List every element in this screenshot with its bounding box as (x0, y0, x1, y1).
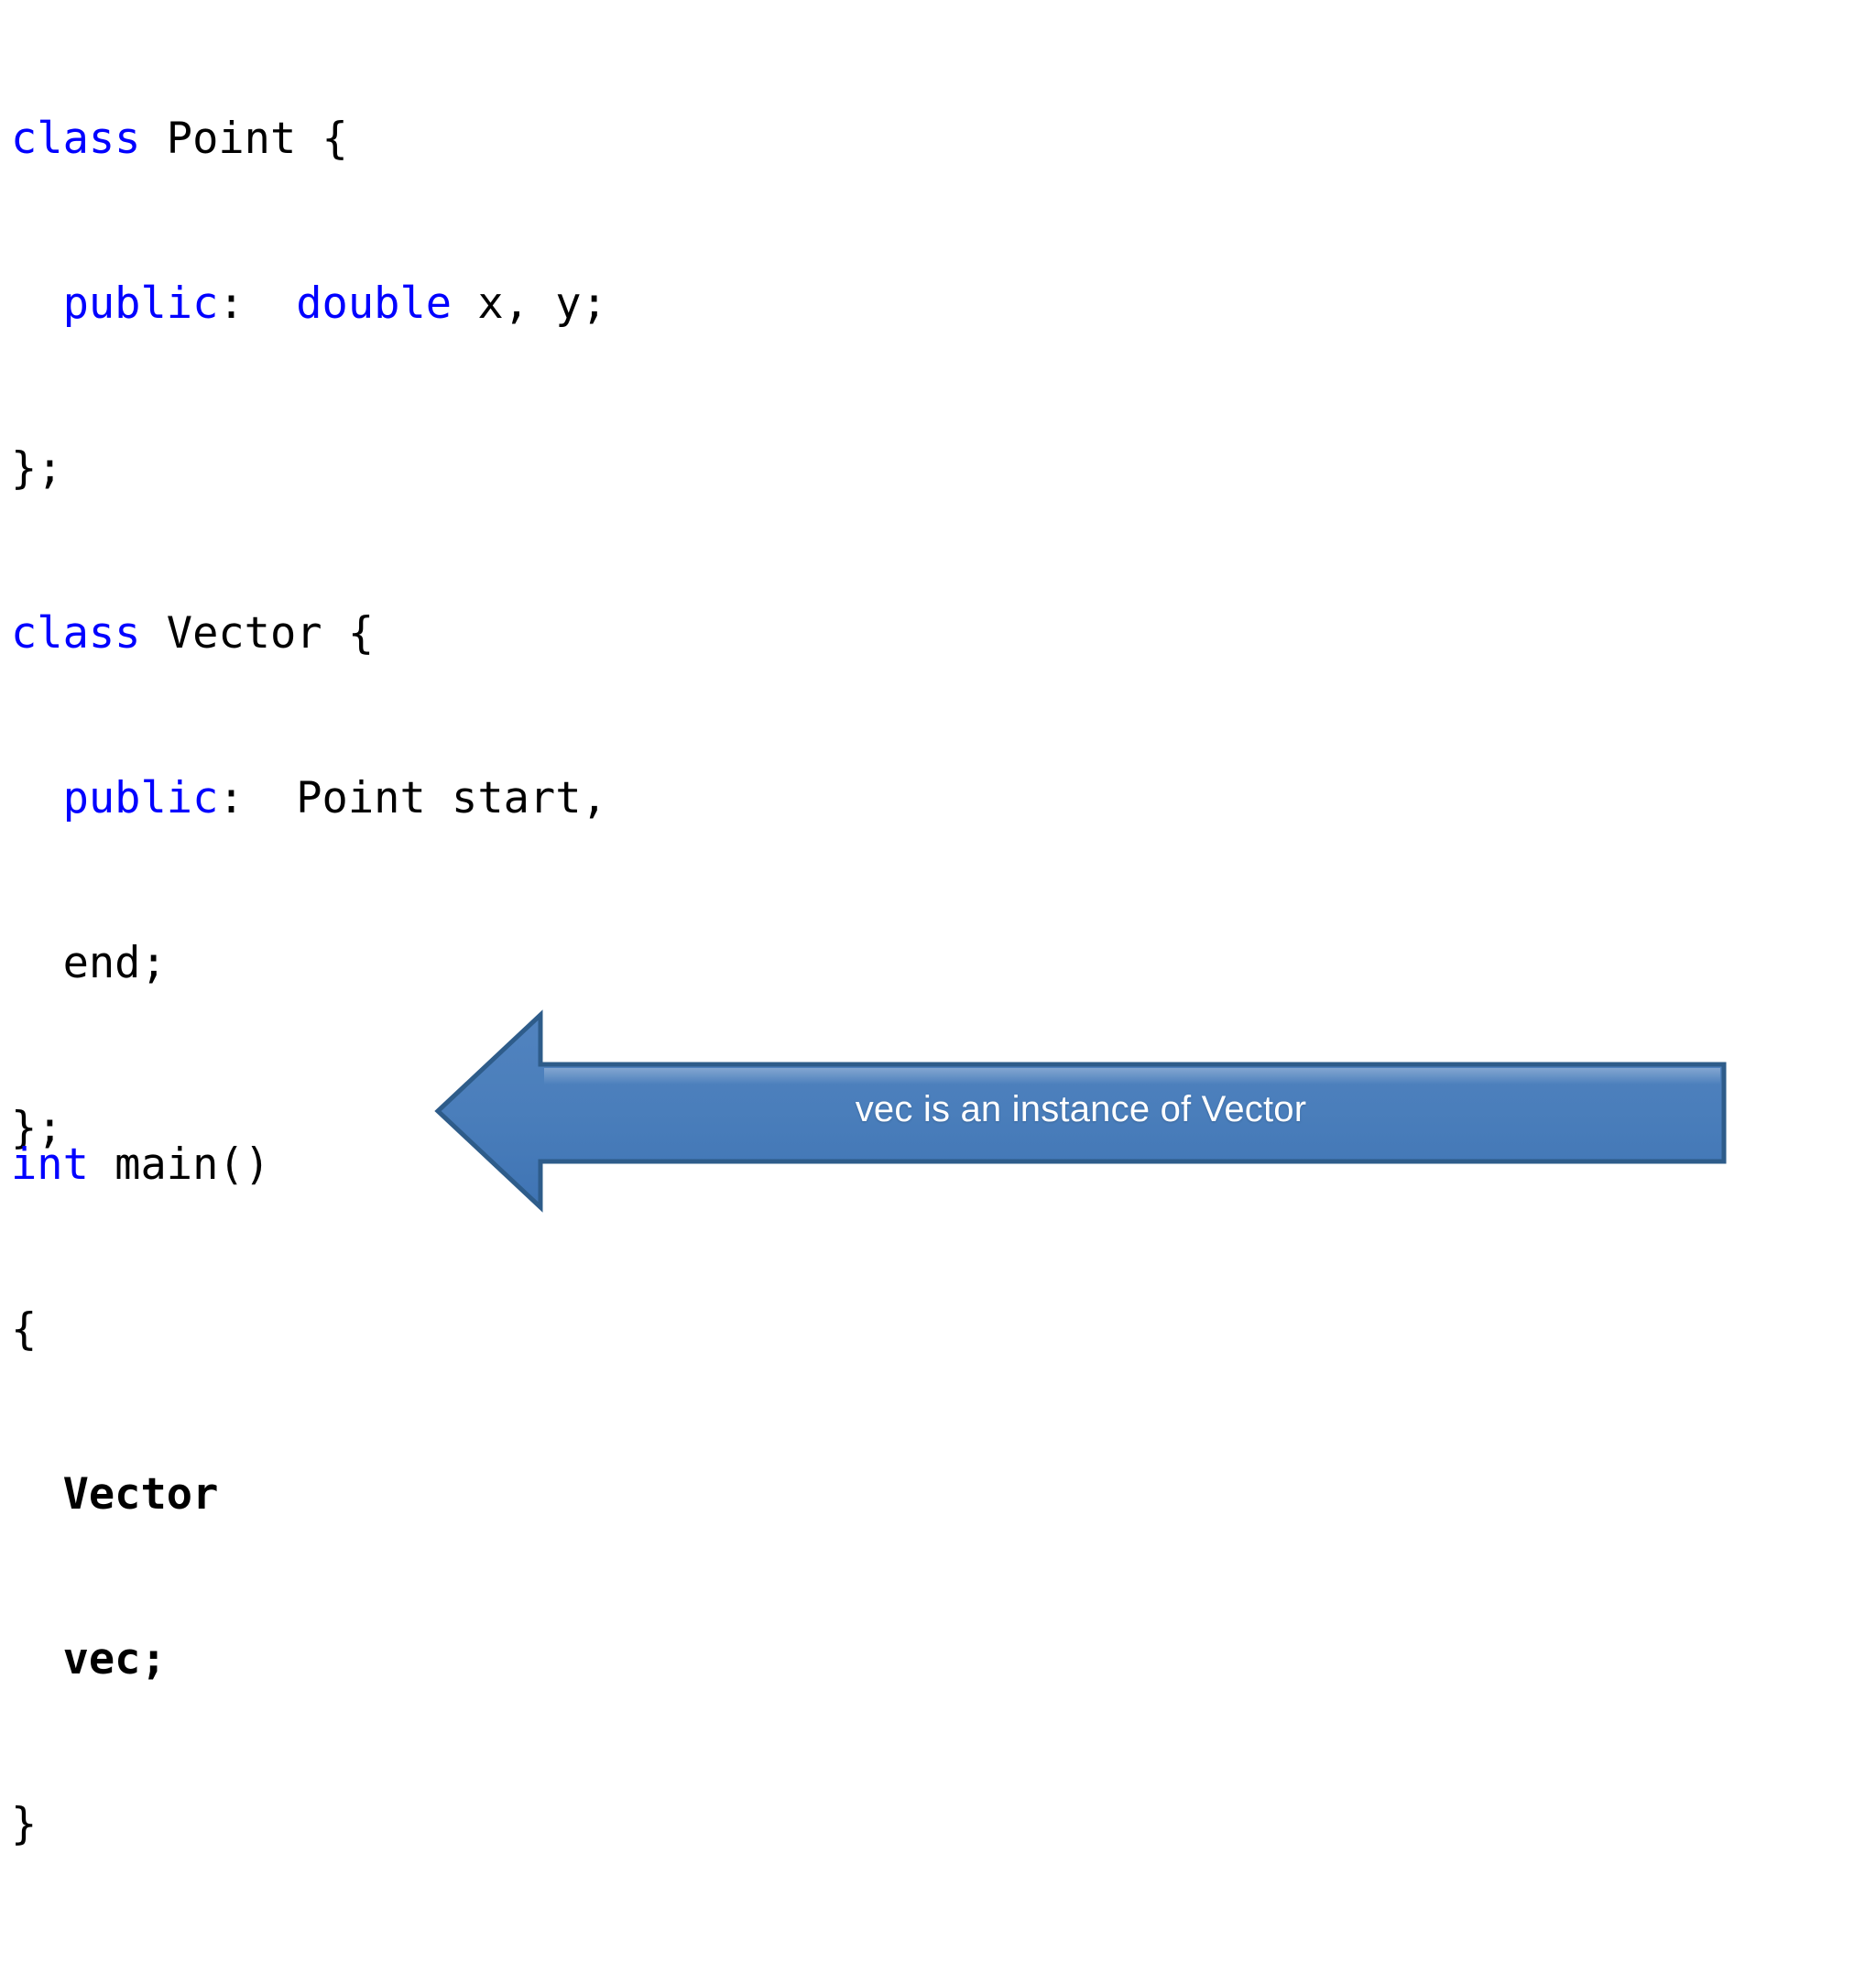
code-block-class-definitions: class Point { public: double x, y; }; cl… (11, 2, 607, 1266)
code-text: x, y; (452, 278, 607, 329)
code-text: Vector { (140, 608, 375, 659)
code-text-vector-type: Vector (11, 1469, 219, 1520)
code-text: { (11, 1304, 38, 1355)
code-indent (11, 278, 63, 329)
left-arrow-icon (434, 1009, 1727, 1213)
code-text: }; (11, 1103, 63, 1153)
code-line: class Vector { (11, 606, 607, 661)
keyword-public: public (62, 773, 219, 823)
code-line: Vector (11, 1467, 270, 1522)
code-text: end; (11, 938, 167, 988)
code-line: vec; (11, 1632, 270, 1687)
code-text: }; (11, 443, 63, 494)
code-text: Point { (140, 114, 348, 164)
code-text: : (218, 278, 297, 329)
left-arrow-callout[interactable] (431, 1006, 1731, 1218)
code-block-main-function: int main() { Vector vec; } (11, 1028, 270, 1962)
code-line: }; (11, 1101, 607, 1156)
keyword-public: public (62, 278, 219, 329)
keyword-class: class (11, 608, 141, 659)
code-indent (11, 773, 63, 823)
code-text-vec-variable: vec; (11, 1634, 167, 1684)
code-line: end; (11, 936, 607, 991)
code-line: public: double x, y; (11, 277, 607, 332)
keyword-double: double (296, 278, 453, 329)
code-text: } (11, 1799, 38, 1849)
code-line: }; (11, 441, 607, 496)
keyword-int: int (11, 1139, 89, 1190)
code-line: public: Point start, (11, 771, 607, 826)
code-line: { (11, 1303, 270, 1357)
code-text: main() (88, 1139, 270, 1190)
keyword-class: class (11, 114, 141, 164)
code-line: int main() (11, 1138, 270, 1193)
code-line: } (11, 1797, 270, 1852)
slide-canvas: class Point { public: double x, y; }; cl… (11, 2, 1731, 1849)
code-line: class Point { (11, 112, 607, 167)
code-text: : Point start, (218, 773, 607, 823)
